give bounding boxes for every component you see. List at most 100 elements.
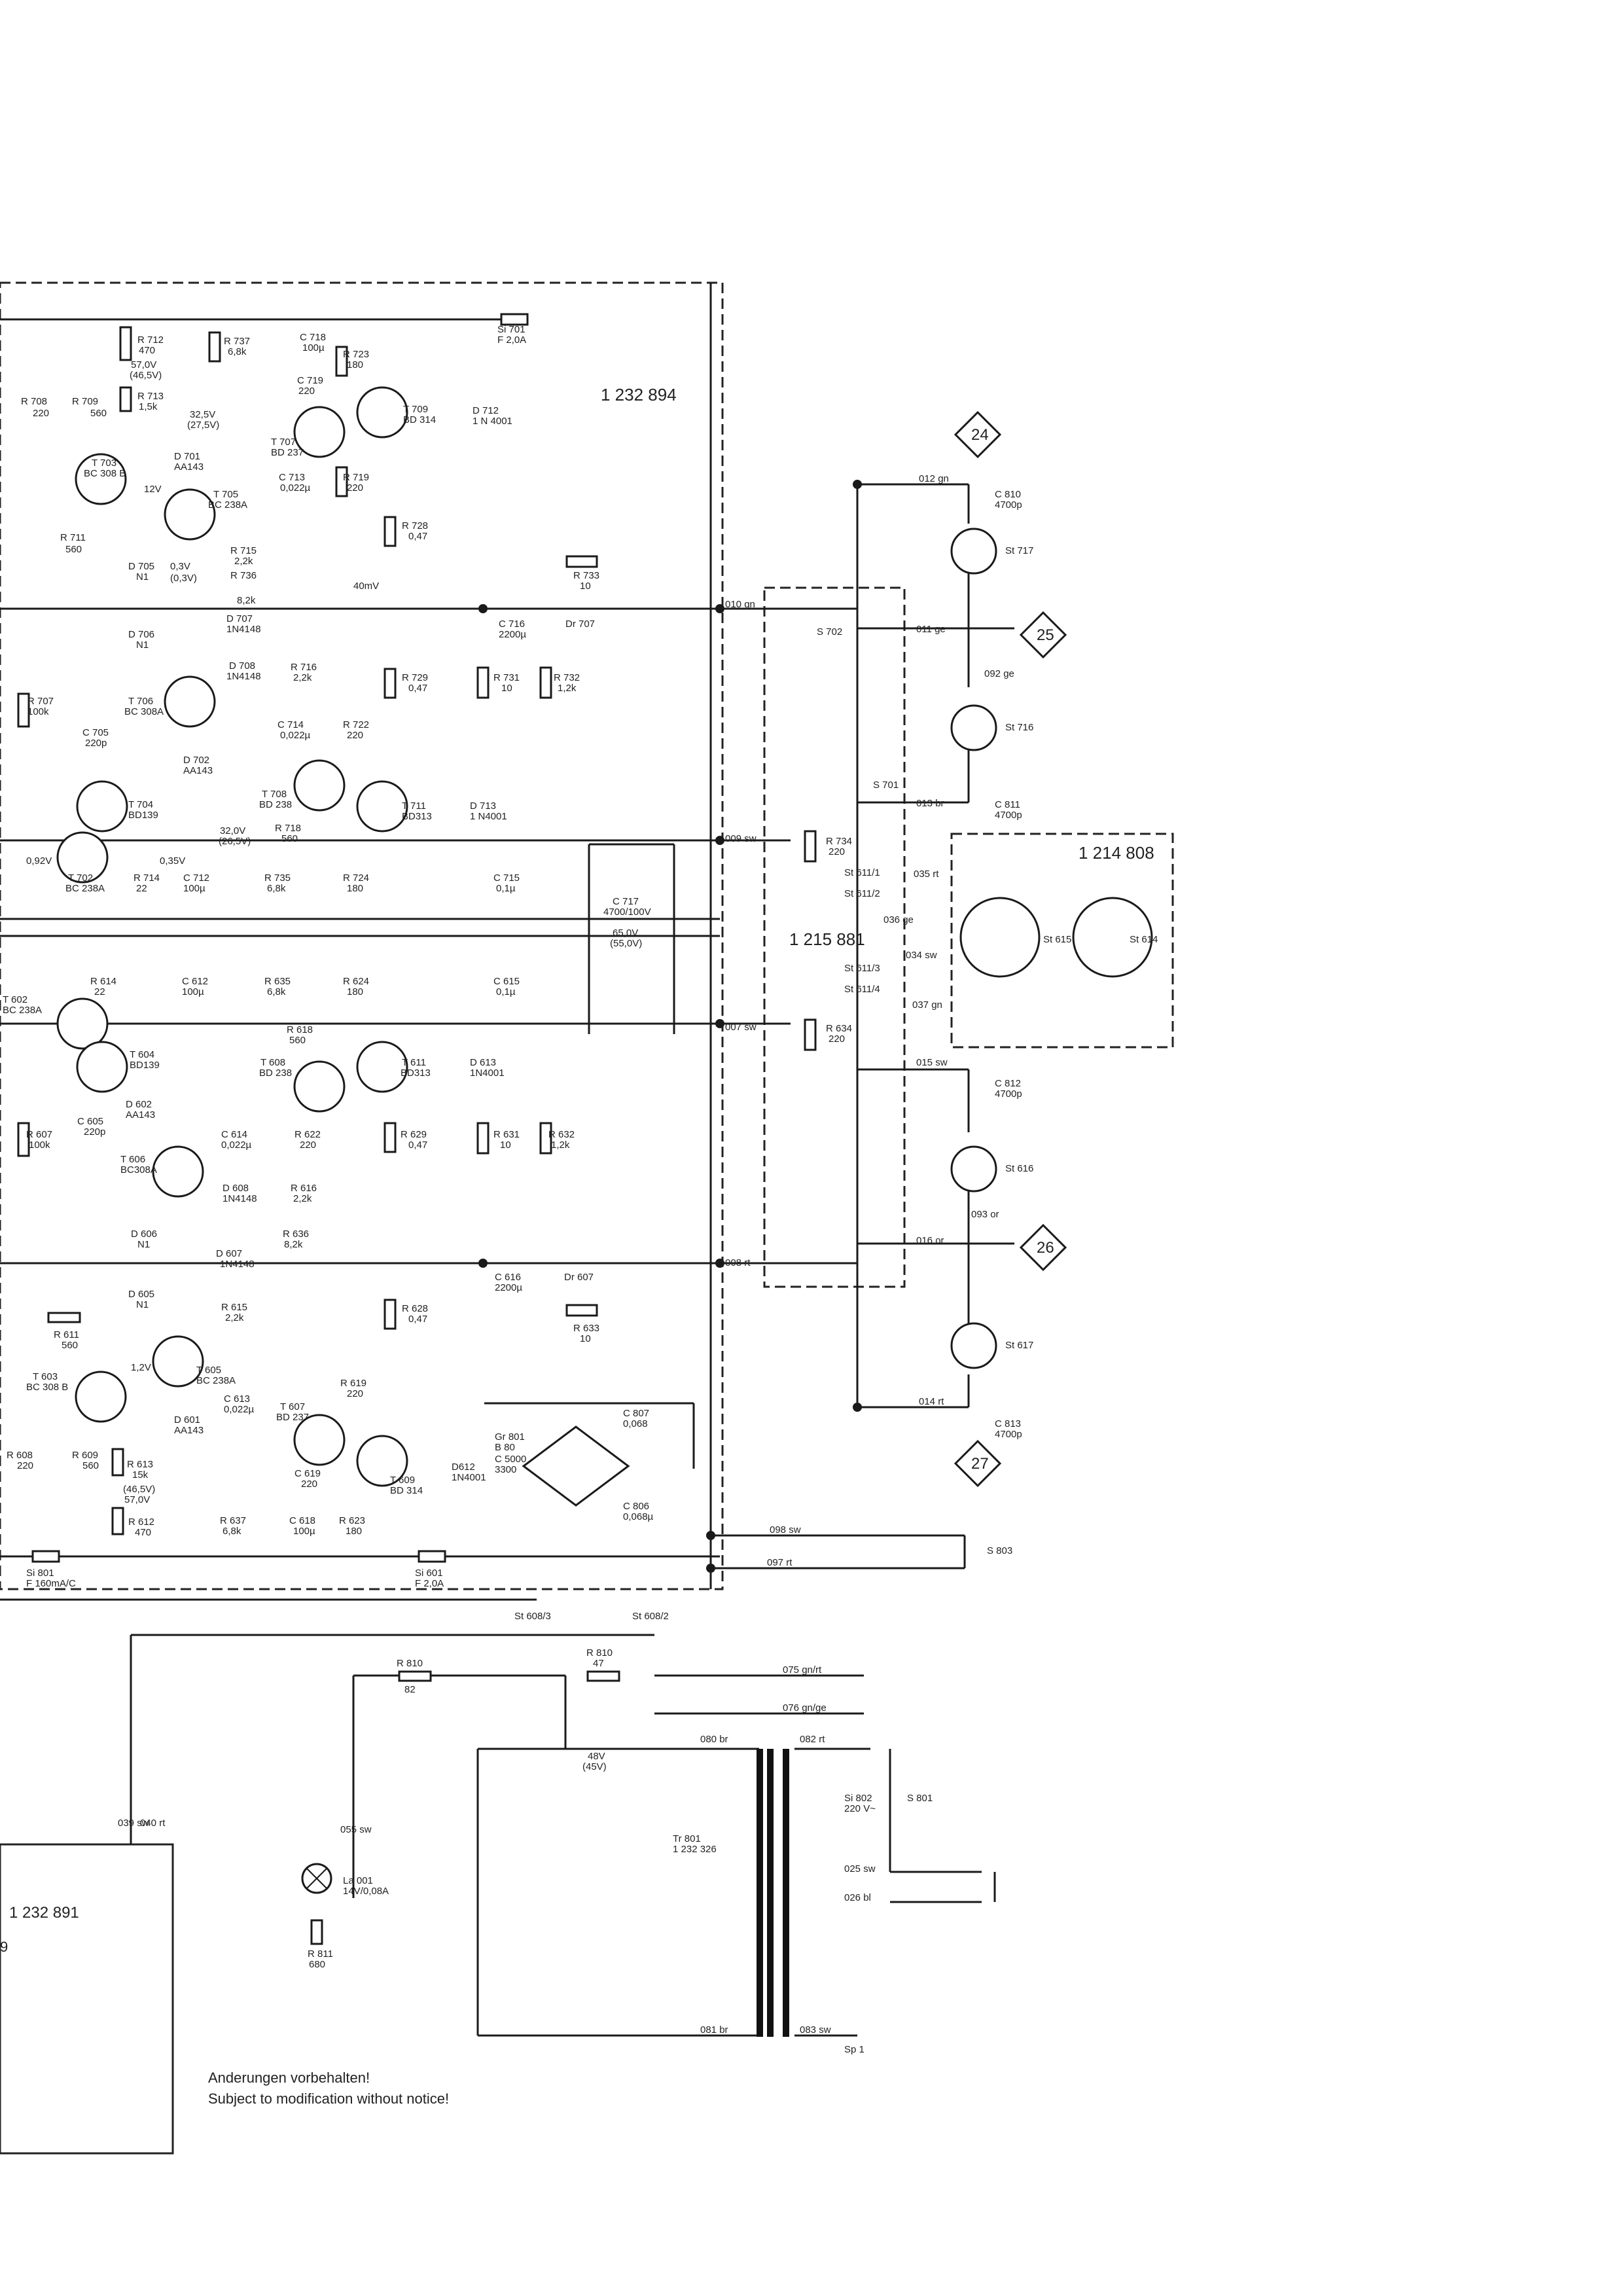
label-r728: R 728 [402,520,428,531]
label-r611: R 611 [54,1329,79,1340]
wire-label: 082 rt [800,1734,825,1745]
value-c705: 220p [85,738,107,749]
label-r624: R 624 [343,976,369,987]
voltage-label: 40mV [353,581,379,592]
wire-label: 009 sw [725,833,757,844]
lower-left-board-outline [0,1843,174,2155]
wire-label: 075 gn/rt [783,1664,822,1676]
value-t602: BC 238A [3,1005,42,1016]
label-r734: R 734 [826,836,852,847]
label-d606: D 606 [131,1229,157,1240]
label-si801: Si 801 [26,1568,54,1579]
value-r811: 680 [309,1959,325,1970]
value-r618: 560 [289,1035,306,1046]
label-r629: R 629 [401,1129,427,1140]
voltage-label: 65,0V [613,927,638,939]
voltage-label: 32,5V [190,409,215,420]
value-r723: 180 [347,359,363,370]
label-d605: D 605 [128,1289,154,1300]
voltage-label: (46,5V) [130,370,162,381]
wire-label: 093 or [971,1209,999,1220]
voltage-label: (46,5V) [123,1484,155,1495]
value-t707: BD 237 [271,447,304,458]
board-number-main-amp: 1 232 894 [601,385,677,404]
switch-label: St 614 [1130,934,1158,945]
value-r709: 560 [90,408,107,419]
label-r810b: R 810 [586,1647,613,1659]
value-r607: 100k [29,1139,50,1151]
value-r622: 220 [300,1139,316,1151]
label-t611: T 611 [402,1057,426,1068]
label-r635: R 635 [264,976,291,987]
value-r631: 10 [500,1139,511,1151]
label-c618: C 618 [289,1515,315,1526]
label-t703: T 703 [92,457,116,469]
wire-label: 037 gn [912,999,942,1011]
value-r712: 470 [139,345,155,356]
connector-24-socket: St 717 [1005,545,1033,556]
label-r716: R 716 [291,662,317,673]
board-number-lower-left: 1 232 891 [9,1904,79,1922]
value-t702: BC 238A [65,883,105,894]
value-r613: 15k [132,1469,149,1480]
label-gr801: Gr 801 [495,1431,525,1443]
label-r729: R 729 [402,672,428,683]
label-r715: R 715 [230,545,257,556]
value-r737: 6,8k [228,346,247,357]
label-t602: T 602 [3,994,27,1005]
switch-label: St 615 [1043,934,1071,945]
value-t709: BD 314 [403,414,436,425]
value-c605: 220p [84,1126,105,1138]
connector-26-number: 26 [1037,1239,1054,1257]
connector-24-wire: 012 gn [919,473,949,484]
label-t705: T 705 [213,489,238,500]
label-r619: R 619 [340,1378,366,1389]
label-r631: R 631 [493,1129,520,1140]
label-d702: D 702 [183,755,209,766]
value-c616: 2200µ [495,1282,522,1293]
label-dr607: Dr 607 [564,1272,594,1283]
label-t709: T 709 [403,404,428,415]
value-c614: 0,022µ [221,1139,252,1151]
label-r733: R 733 [573,570,599,581]
value-r810b: 47 [593,1658,604,1669]
value-c718: 100µ [302,342,325,353]
value-d608: 1N4148 [223,1193,257,1204]
value-c813: 4700p [995,1429,1022,1440]
connector-26-wire: 016 or [916,1235,944,1246]
value-r615: 2,2k [225,1312,244,1323]
value-c618: 100µ [293,1526,315,1537]
value-d701: AA143 [174,461,204,473]
label-d708: D 708 [229,660,255,672]
value-c712: 100µ [183,883,205,894]
amplifier-board-outline [0,281,724,1590]
value-c810: 4700p [995,499,1022,511]
label-d608: D 608 [223,1183,249,1194]
voltage-label: 0,35V [160,855,185,867]
din-sockets [959,897,1153,978]
wire-label: 083 sw [800,2024,831,2036]
label-r616: R 616 [291,1183,317,1194]
value-c715: 0,1µ [496,883,516,894]
label-c812: C 812 [995,1078,1021,1089]
value-r635: 6,8k [267,986,286,997]
label-c612: C 612 [182,976,208,987]
label-c813: C 813 [995,1418,1021,1429]
wire-label: 013 br [916,798,944,809]
wire-label: 015 sw [916,1057,948,1068]
value-r732: 1,2k [558,683,577,694]
label-d612: D612 [452,1462,475,1473]
label-c605: C 605 [77,1116,103,1127]
label-d607: D 607 [216,1248,242,1259]
value-d613: 1N4001 [470,1067,505,1079]
wire-label: 098 sw [770,1524,801,1535]
switch-label: St 611/1 [844,867,880,878]
connector-labels: 24 012 gn St 717 25 011 ge St 716 26 016… [916,426,1054,1473]
wire-label: 036 ge [883,914,914,925]
value-r619: 220 [347,1388,363,1399]
label-si601: Si 601 [415,1568,443,1579]
switch-label: S 803 [987,1545,1012,1556]
label-r735: R 735 [264,872,291,884]
label-r731: R 731 [493,672,520,683]
label-r608: R 608 [7,1450,33,1461]
